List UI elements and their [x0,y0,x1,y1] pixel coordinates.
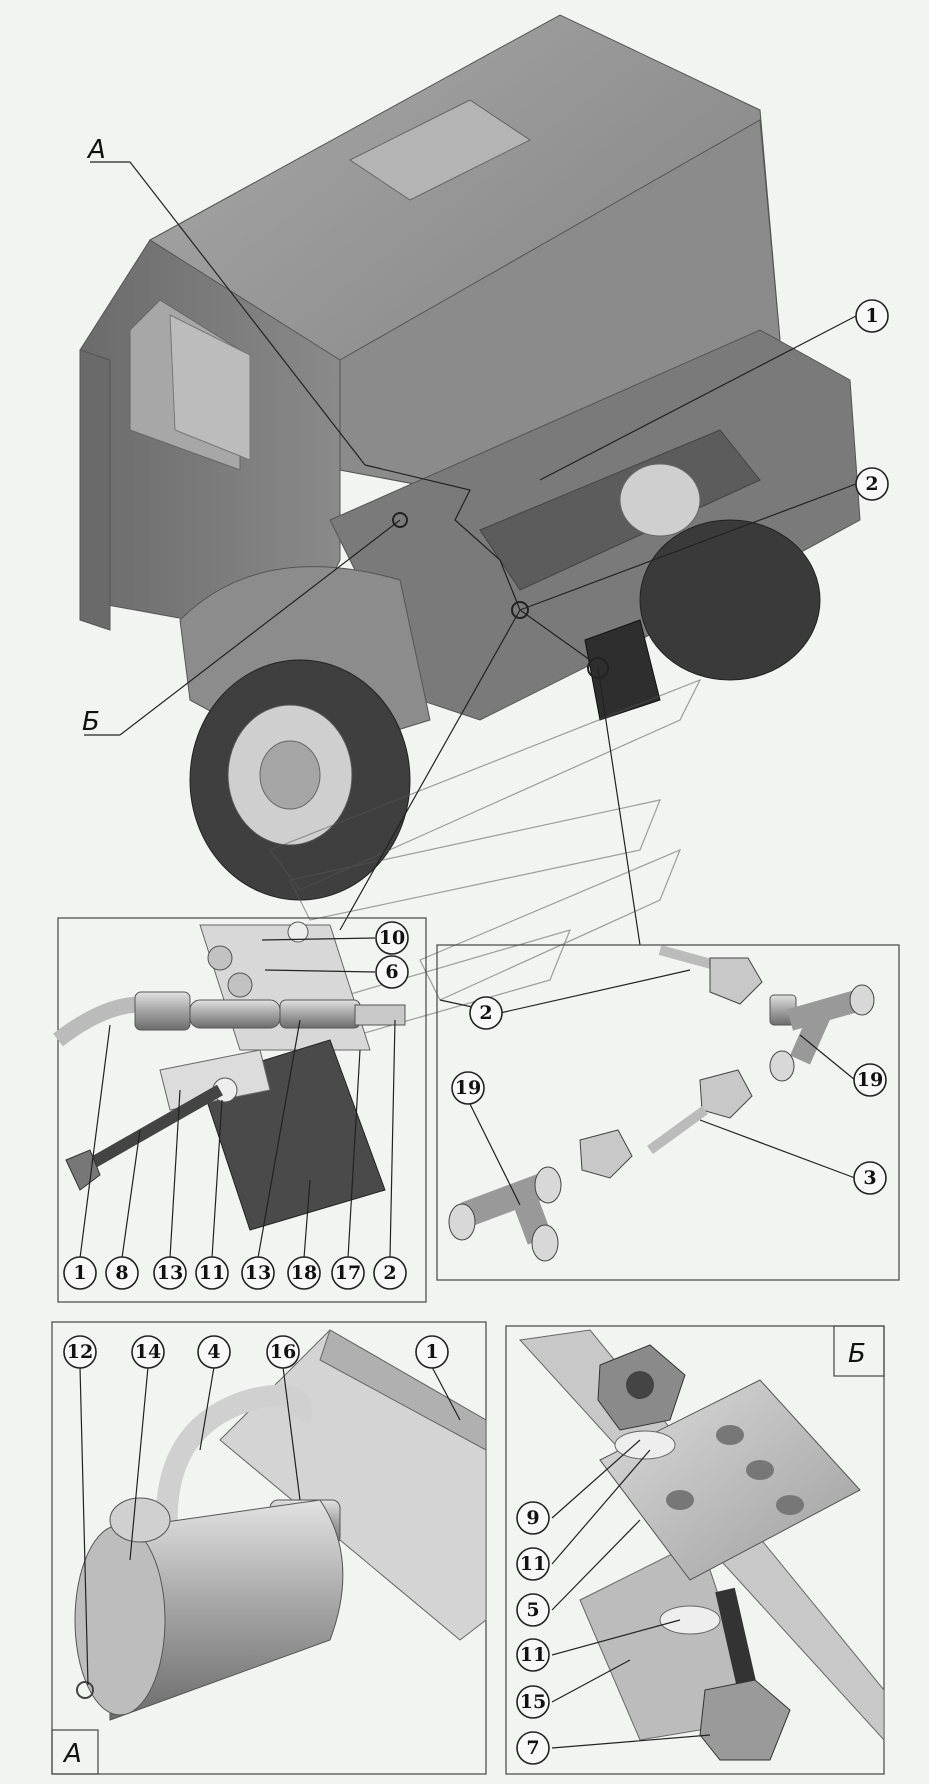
callout-v-6: 6 [375,955,409,989]
view-label-a-box [51,1729,99,1775]
callout-a-12: 12 [63,1335,97,1369]
fittings-assembly [448,945,875,1262]
svg-text:1: 1 [73,1262,86,1284]
svg-text:15: 15 [520,1691,546,1713]
callout-v-8: 8 [105,1256,139,1290]
callout-b-5: 5 [516,1593,550,1627]
callout-a-16: 16 [266,1335,300,1369]
detail-b-frame [505,1325,885,1775]
svg-text:2: 2 [865,473,878,495]
svg-text:18: 18 [291,1262,317,1284]
callout-v-11: 11 [195,1256,229,1290]
svg-text:11: 11 [199,1262,225,1284]
svg-text:2: 2 [479,1002,492,1024]
callout-v-18: 18 [287,1256,321,1290]
view-label-b-top: Б [82,707,100,737]
callout-b-11b: 11 [516,1638,550,1672]
svg-text:5: 5 [526,1599,539,1621]
svg-text:12: 12 [67,1341,93,1363]
svg-text:1: 1 [425,1341,438,1363]
callout-a-14: 14 [131,1335,165,1369]
svg-text:9: 9 [526,1507,539,1529]
callout-f-2: 2 [469,996,503,1030]
svg-text:13: 13 [245,1262,271,1284]
svg-text:3: 3 [863,1167,876,1189]
detail-b-assembly [518,1329,885,1761]
callout-b-11a: 11 [516,1547,550,1581]
callout-main-2: 2 [855,467,889,501]
svg-text:19: 19 [455,1077,481,1099]
svg-text:19: 19 [857,1069,883,1091]
svg-text:6: 6 [385,961,398,983]
svg-text:14: 14 [135,1341,161,1363]
view-label-b-detail: Б [848,1339,866,1369]
view-label-b-box [833,1325,885,1377]
callout-a-4: 4 [197,1335,231,1369]
svg-text:16: 16 [270,1341,296,1363]
callout-v-10: 10 [375,921,409,955]
view-label-a-top: А [86,135,106,165]
svg-text:11: 11 [520,1553,546,1575]
callout-f-19b: 19 [853,1063,887,1097]
svg-text:7: 7 [526,1737,539,1759]
svg-text:11: 11 [520,1644,546,1666]
callout-v-1: 1 [63,1256,97,1290]
callout-f-19a: 19 [451,1071,485,1105]
callout-v-13b: 13 [241,1256,275,1290]
callout-b-7: 7 [516,1731,550,1765]
truck-illustration [79,14,861,901]
callout-b-15: 15 [516,1685,550,1719]
svg-text:4: 4 [207,1341,220,1363]
callout-f-3: 3 [853,1161,887,1195]
svg-text:17: 17 [335,1262,361,1284]
callout-v-17: 17 [331,1256,365,1290]
detail-a-assembly [74,1329,487,1721]
svg-text:2: 2 [383,1262,396,1284]
view-label-a-detail: А [62,1739,82,1769]
valve-assembly [53,921,406,1231]
svg-text:13: 13 [157,1262,183,1284]
svg-text:8: 8 [115,1262,128,1284]
callout-v-13a: 13 [153,1256,187,1290]
detail-fittings-frame [436,944,900,1281]
callout-a-1: 1 [415,1335,449,1369]
svg-text:1: 1 [865,305,878,327]
detail-valve-frame [57,917,427,1303]
callout-v-2: 2 [373,1256,407,1290]
callout-main-1: 1 [855,299,889,333]
svg-text:10: 10 [379,927,405,949]
callout-b-9: 9 [516,1501,550,1535]
